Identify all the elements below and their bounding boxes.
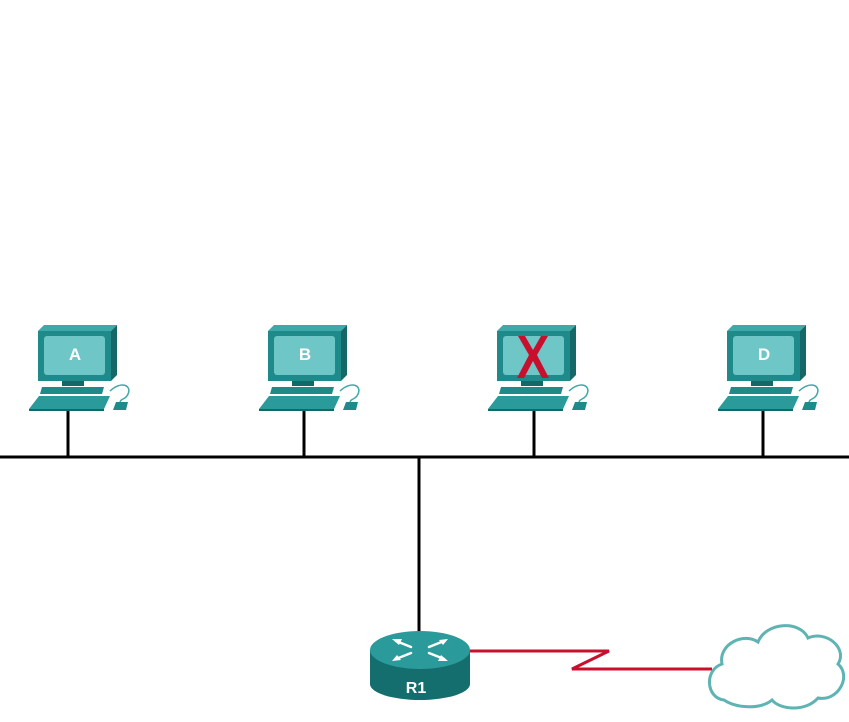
router-label: R1 — [406, 680, 427, 697]
pc-b-icon: B — [258, 324, 360, 412]
pc-a-icon: A — [28, 324, 130, 412]
router-icon: R1 — [370, 631, 470, 700]
pc-d-icon: D — [717, 324, 819, 412]
pc-b-label: B — [299, 345, 311, 364]
x-mark-icon — [517, 336, 549, 378]
serial-link — [468, 649, 712, 671]
pc-d-label: D — [758, 345, 770, 364]
cloud-icon — [708, 624, 845, 710]
pc-a-label: A — [69, 345, 81, 364]
